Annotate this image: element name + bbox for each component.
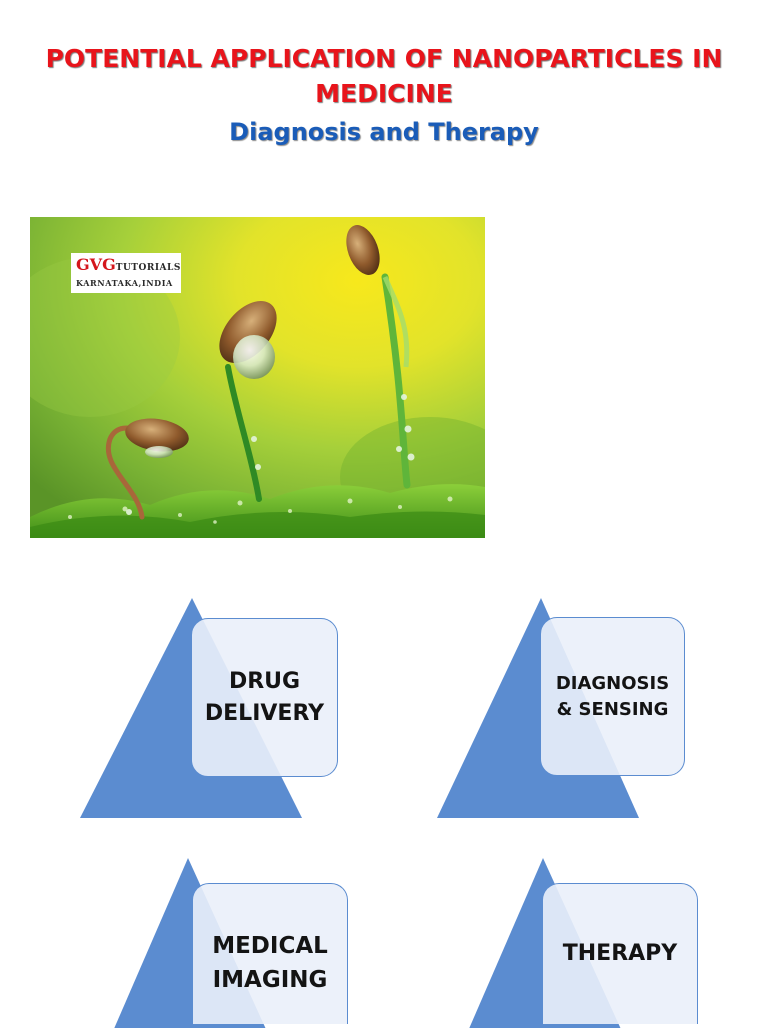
page-subtitle: Diagnosis and Therapy <box>229 118 539 146</box>
logo-suffix: TUTORIALS <box>115 263 181 273</box>
page-title-line-2: MEDICINE <box>315 79 453 108</box>
diagnosis-sensing-label: DIAGNOSIS & SENSING <box>555 672 670 720</box>
gvg-tutorials-logo: GVGTUTORIALS KARNATAKA,INDIA <box>71 253 181 293</box>
drug-delivery-card: DRUG DELIVERY <box>191 618 338 777</box>
logo-location: KARNATAKA,INDIA <box>76 278 173 288</box>
medical-imaging-label: MEDICAL IMAGING <box>212 933 328 993</box>
seedlings-illustration <box>30 217 485 538</box>
therapy-label: THERAPY <box>562 941 678 966</box>
drug-delivery-label: DRUG DELIVERY <box>204 668 325 726</box>
page-title-line-1: POTENTIAL APPLICATION OF NANOPARTICLES I… <box>45 44 723 73</box>
therapy-card: THERAPY <box>542 883 698 1024</box>
diagnosis-sensing-card: DIAGNOSIS & SENSING <box>540 617 685 776</box>
seedlings-photo: GVGTUTORIALS KARNATAKA,INDIA <box>30 217 485 538</box>
logo-brand: GVG <box>76 255 116 274</box>
medical-imaging-card: MEDICAL IMAGING <box>192 883 348 1024</box>
